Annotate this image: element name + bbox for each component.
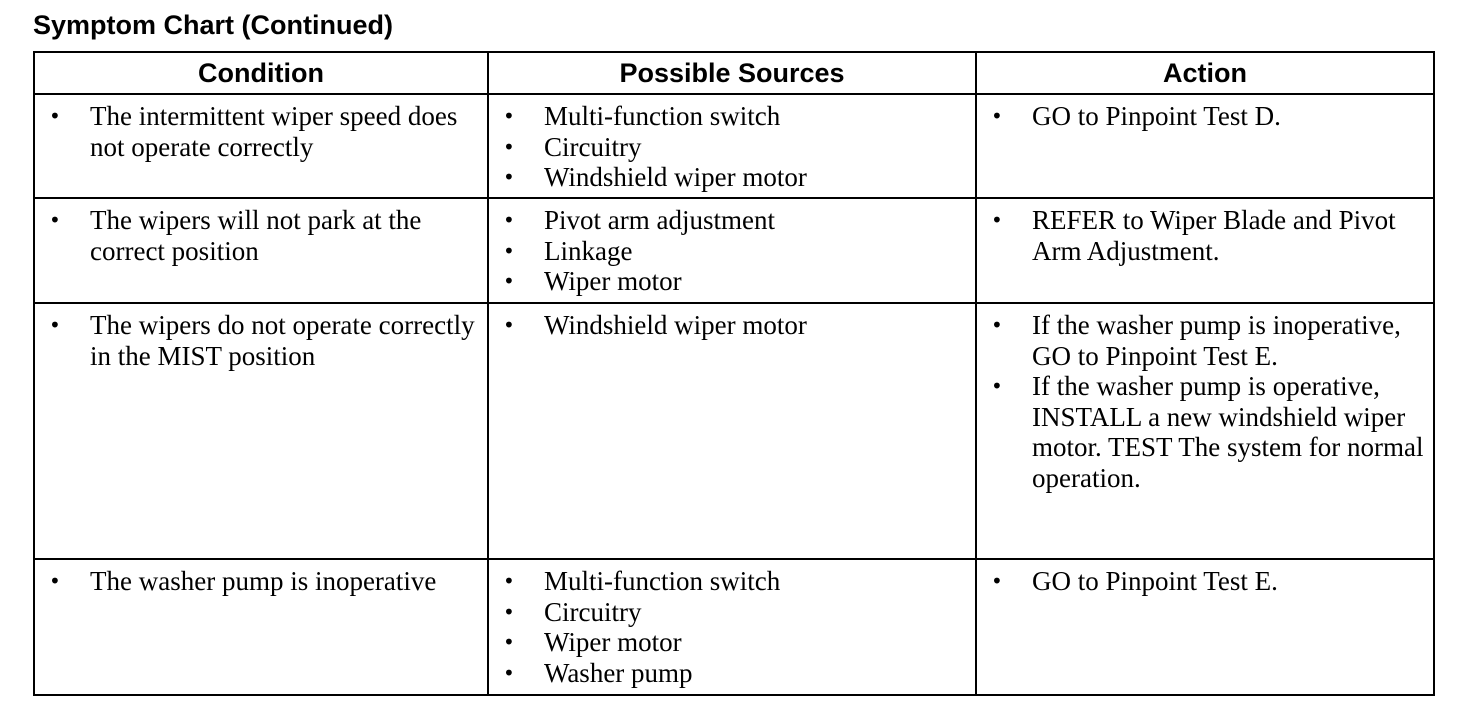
condition-cell: • The wipers will not park at the correct… bbox=[33, 197, 489, 304]
list-item-text: Circuitry bbox=[544, 596, 642, 627]
list-item: • Windshield wiper motor bbox=[501, 310, 967, 341]
list-item-text: If the washer pump is inoperative, GO to… bbox=[1032, 310, 1401, 371]
bullet-list: • Windshield wiper motor bbox=[501, 310, 967, 341]
list-item: • Circuitry bbox=[501, 597, 967, 628]
bullet-icon: • bbox=[503, 165, 515, 189]
bullet-icon: • bbox=[503, 660, 515, 685]
list-item: • Linkage bbox=[501, 236, 967, 267]
table-row: • The wipers do not operate correctly in … bbox=[33, 302, 1435, 560]
header-possible-sources: Possible Sources bbox=[487, 51, 977, 95]
list-item: • GO to Pinpoint Test E. bbox=[989, 566, 1425, 597]
table-row: • The wipers will not park at the correct… bbox=[33, 197, 1435, 304]
bullet-icon: • bbox=[503, 104, 515, 128]
list-item: • Washer pump bbox=[501, 658, 967, 689]
bullet-list: • GO to Pinpoint Test D. bbox=[989, 101, 1425, 132]
condition-cell: • The intermittent wiper speed does not o… bbox=[33, 93, 489, 199]
list-item: • Circuitry bbox=[501, 132, 967, 163]
page-title: Symptom Chart (Continued) bbox=[33, 10, 393, 40]
list-item-text: The wipers will not park at the correct … bbox=[90, 205, 422, 266]
table-body: • The intermittent wiper speed does not o… bbox=[33, 93, 1435, 696]
condition-cell: • The washer pump is inoperative bbox=[33, 558, 489, 696]
condition-cell: • The wipers do not operate correctly in … bbox=[33, 302, 489, 560]
list-item: • Multi-function switch bbox=[501, 566, 967, 597]
list-item: • Wiper motor bbox=[501, 627, 967, 658]
list-item: • Pivot arm adjustment bbox=[501, 205, 967, 236]
list-item: • The wipers will not park at the correct… bbox=[47, 205, 479, 266]
list-item: • Windshield wiper motor bbox=[501, 162, 967, 193]
list-item-text: Windshield wiper motor bbox=[544, 162, 807, 192]
list-item-text: Circuitry bbox=[544, 131, 642, 162]
list-item: • GO to Pinpoint Test D. bbox=[989, 101, 1425, 132]
sources-cell: • Multi-function switch • Circuitry • Wiper m… bbox=[487, 558, 977, 696]
header-row: Condition Possible Sources Action bbox=[33, 51, 1435, 95]
list-item-text: Wiper motor bbox=[544, 627, 682, 657]
table-row: • The intermittent wiper speed does not o… bbox=[33, 93, 1435, 199]
list-item-text: Windshield wiper motor bbox=[544, 310, 807, 340]
bullet-list: • REFER to Wiper Blade and Pivot Arm Adju… bbox=[989, 205, 1425, 266]
bullet-list: • Multi-function switch • Circuitry • Windshi… bbox=[501, 101, 967, 193]
list-item-text: Multi-function switch bbox=[544, 566, 781, 596]
bullet-icon: • bbox=[991, 104, 1003, 128]
header-condition: Condition bbox=[33, 51, 489, 95]
list-item: • The wipers do not operate correctly in … bbox=[47, 310, 479, 371]
action-cell: • If the washer pump is inoperative, GO t… bbox=[975, 302, 1435, 560]
list-item: • The washer pump is inoperative bbox=[47, 566, 479, 597]
bullet-list: • The intermittent wiper speed does not o… bbox=[47, 101, 479, 162]
action-cell: • GO to Pinpoint Test E. bbox=[975, 558, 1435, 696]
header-action: Action bbox=[975, 51, 1435, 95]
bullet-icon: • bbox=[503, 599, 515, 624]
list-item-text: GO to Pinpoint Test D. bbox=[1032, 101, 1281, 131]
list-item: • The intermittent wiper speed does not o… bbox=[47, 101, 479, 162]
bullet-icon: • bbox=[503, 208, 515, 232]
sources-cell: • Multi-function switch • Circuitry • Windshi… bbox=[487, 93, 977, 199]
bullet-icon: • bbox=[503, 313, 515, 337]
list-item-text: The wipers do not operate correctly in t… bbox=[90, 310, 475, 371]
list-item-text: REFER to Wiper Blade and Pivot Arm Adjus… bbox=[1032, 205, 1396, 266]
list-item: • If the washer pump is inoperative, GO t… bbox=[989, 310, 1425, 371]
list-item-text: Wiper motor bbox=[544, 266, 682, 296]
list-item-text: Washer pump bbox=[544, 657, 693, 688]
bullet-icon: • bbox=[49, 569, 61, 593]
bullet-icon: • bbox=[991, 313, 1003, 337]
bullet-list: • The washer pump is inoperative bbox=[47, 566, 479, 597]
bullet-icon: • bbox=[991, 569, 1003, 593]
bullet-icon: • bbox=[503, 569, 515, 593]
list-item-text: The intermittent wiper speed does not op… bbox=[90, 101, 458, 162]
action-cell: • GO to Pinpoint Test D. bbox=[975, 93, 1435, 199]
list-item: • Multi-function switch bbox=[501, 101, 967, 132]
list-item: • REFER to Wiper Blade and Pivot Arm Adju… bbox=[989, 205, 1425, 266]
bullet-icon: • bbox=[991, 208, 1003, 232]
action-cell: • REFER to Wiper Blade and Pivot Arm Adju… bbox=[975, 197, 1435, 304]
symptom-table: Condition Possible Sources Action • The i… bbox=[33, 51, 1435, 696]
list-item-text: GO to Pinpoint Test E. bbox=[1032, 566, 1278, 596]
list-item-text: The washer pump is inoperative bbox=[90, 566, 437, 596]
list-item-text: If the washer pump is operative, INSTALL… bbox=[1032, 371, 1424, 493]
sources-cell: • Pivot arm adjustment • Linkage • Wiper moto… bbox=[487, 197, 977, 304]
table-row: • The washer pump is inoperative • Multi-fu… bbox=[33, 558, 1435, 696]
bullet-list: • Pivot arm adjustment • Linkage • Wiper moto… bbox=[501, 205, 967, 297]
bullet-icon: • bbox=[991, 374, 1003, 398]
list-item: • If the washer pump is operative, INSTAL… bbox=[989, 371, 1425, 493]
bullet-icon: • bbox=[503, 269, 515, 293]
bullet-list: • If the washer pump is inoperative, GO t… bbox=[989, 310, 1425, 493]
bullet-list: • Multi-function switch • Circuitry • Wiper m… bbox=[501, 566, 967, 688]
bullet-icon: • bbox=[503, 238, 515, 263]
bullet-icon: • bbox=[49, 313, 61, 337]
bullet-icon: • bbox=[49, 104, 61, 128]
list-item-text: Linkage bbox=[544, 235, 633, 266]
list-item: • Wiper motor bbox=[501, 266, 967, 297]
bullet-icon: • bbox=[49, 208, 61, 232]
sources-cell: • Windshield wiper motor bbox=[487, 302, 977, 560]
list-item-text: Multi-function switch bbox=[544, 101, 781, 131]
bullet-icon: • bbox=[503, 630, 515, 654]
bullet-list: • The wipers will not park at the correct… bbox=[47, 205, 479, 266]
bullet-icon: • bbox=[503, 134, 515, 159]
bullet-list: • The wipers do not operate correctly in … bbox=[47, 310, 479, 371]
bullet-list: • GO to Pinpoint Test E. bbox=[989, 566, 1425, 597]
list-item-text: Pivot arm adjustment bbox=[544, 205, 775, 235]
